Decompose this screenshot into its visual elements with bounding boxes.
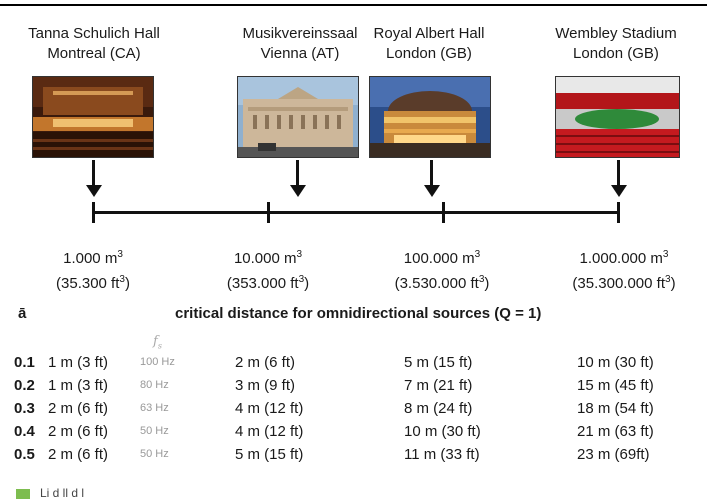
volume-ft3: (35.300 ft <box>56 275 120 292</box>
volume-m3: 10.000 m <box>233 250 297 267</box>
distance-10000: 4 m (12 ft) <box>235 400 304 417</box>
arrow-down-icon <box>611 185 627 197</box>
distance-1000000: 18 m (54 ft) <box>577 400 654 417</box>
royal-albert-hall-photo <box>369 76 491 158</box>
scale-tick <box>267 202 270 223</box>
volume-label: 1.000.000 m3 (35.300.000 ft3) <box>544 244 704 294</box>
legend-text: Li d ll d l <box>40 486 85 500</box>
superscript: 3 <box>298 274 305 285</box>
schroeder-frequency: 63 Hz <box>140 402 169 414</box>
paren: ) <box>304 275 310 292</box>
superscript: 3 <box>478 274 485 285</box>
top-rule <box>0 4 707 6</box>
distance-100000: 8 m (24 ft) <box>404 400 473 417</box>
distance-10000: 5 m (15 ft) <box>235 446 304 463</box>
scale-tick <box>617 202 620 223</box>
alpha-value: 0.4 <box>14 423 35 440</box>
arrow-shaft <box>92 160 95 186</box>
table-row: 0.1 1 m (3 ft) 100 Hz 2 m (6 ft) 5 m (15… <box>0 354 707 374</box>
distance-1000: 2 m (6 ft) <box>48 423 109 440</box>
table-row: 0.3 2 m (6 ft) 63 Hz 4 m (12 ft) 8 m (24… <box>0 400 707 420</box>
distance-10000: 4 m (12 ft) <box>235 423 304 440</box>
superscript: 3 <box>119 274 125 285</box>
scale-tick <box>92 202 95 223</box>
alpha-value: 0.2 <box>14 377 35 394</box>
fs-symbol: f <box>153 334 158 349</box>
arrow-shaft <box>617 160 620 186</box>
distance-100000: 10 m (30 ft) <box>404 423 481 440</box>
volume-ft3: (35.300.000 ft <box>572 275 665 292</box>
distance-1000: 1 m (3 ft) <box>48 354 109 371</box>
venue-name: Royal Albert Hall <box>373 25 485 42</box>
distance-100000: 7 m (21 ft) <box>404 377 473 394</box>
distance-1000: 2 m (6 ft) <box>48 446 109 463</box>
schroeder-frequency: 80 Hz <box>140 379 169 391</box>
volume-m3: 1.000 m <box>63 250 118 267</box>
venue-label-tanna: Tanna Schulich Hall Montreal (CA) <box>14 24 174 64</box>
venue-name: Tanna Schulich Hall <box>28 25 160 42</box>
arrow-down-icon <box>86 185 102 197</box>
arrow-down-icon <box>424 185 440 197</box>
schroeder-frequency: 100 Hz <box>140 356 175 368</box>
venue-location: London (GB) <box>386 45 472 62</box>
distance-1000000: 10 m (30 ft) <box>577 354 654 371</box>
alpha-value: 0.1 <box>14 354 35 371</box>
table-row: 0.4 2 m (6 ft) 50 Hz 4 m (12 ft) 10 m (3… <box>0 423 707 443</box>
superscript: 3 <box>296 249 303 260</box>
paren: ) <box>124 275 130 292</box>
superscript: 3 <box>117 249 123 260</box>
volume-label: 100.000 m3 (3.530.000 ft3) <box>367 244 517 294</box>
distance-10000: 2 m (6 ft) <box>235 354 296 371</box>
distance-1000: 1 m (3 ft) <box>48 377 109 394</box>
venue-location: Vienna (AT) <box>260 45 340 62</box>
alpha-header: ā <box>18 305 27 322</box>
table-title: critical distance for omnidirectional so… <box>175 305 542 322</box>
table-row: 0.5 2 m (6 ft) 50 Hz 5 m (15 ft) 11 m (3… <box>0 446 707 466</box>
wembley-stadium-photo <box>555 76 680 158</box>
distance-100000: 5 m (15 ft) <box>404 354 473 371</box>
paren: ) <box>484 275 490 292</box>
arrow-shaft <box>296 160 299 186</box>
volume-label: 10.000 m3 (353.000 ft3) <box>193 244 343 294</box>
arrow-shaft <box>430 160 433 186</box>
volume-scale-line <box>92 211 619 214</box>
scale-tick <box>442 202 445 223</box>
volume-ft3: (3.530.000 ft <box>394 275 479 292</box>
superscript: 3 <box>662 249 669 260</box>
schroeder-frequency: 50 Hz <box>140 425 169 437</box>
venue-name: Wembley Stadium <box>555 25 677 42</box>
alpha-value: 0.5 <box>14 446 35 463</box>
venue-name: Musikvereinssaal <box>242 25 358 42</box>
tanna-schulich-hall-photo <box>32 76 154 158</box>
volume-label: 1.000 m3 (35.300 ft3) <box>18 244 168 294</box>
distance-1000: 2 m (6 ft) <box>48 400 109 417</box>
table-row: 0.2 1 m (3 ft) 80 Hz 3 m (9 ft) 7 m (21 … <box>0 377 707 397</box>
distance-1000000: 23 m (69ft) <box>577 446 650 463</box>
alpha-value: 0.3 <box>14 400 35 417</box>
musikvereinssaal-photo <box>237 76 359 158</box>
legend-swatch <box>16 489 30 499</box>
superscript: 3 <box>474 249 481 260</box>
venue-location: London (GB) <box>573 45 659 62</box>
distance-10000: 3 m (9 ft) <box>235 377 296 394</box>
distance-1000000: 15 m (45 ft) <box>577 377 654 394</box>
venue-label-wembley: Wembley Stadium London (GB) <box>536 24 696 64</box>
fs-subscript: s <box>157 341 162 351</box>
venue-label-musikverein: Musikvereinssaal Vienna (AT) <box>220 24 380 64</box>
distance-1000000: 21 m (63 ft) <box>577 423 654 440</box>
distance-100000: 11 m (33 ft) <box>404 446 480 463</box>
volume-m3: 1.000.000 m <box>579 250 663 267</box>
volume-m3: 100.000 m <box>403 250 475 267</box>
arrow-down-icon <box>290 185 306 197</box>
volume-ft3: (353.000 ft <box>226 275 299 292</box>
schroeder-frequency: 50 Hz <box>140 448 169 460</box>
venue-location: Montreal (CA) <box>47 45 141 62</box>
fs-header: fs <box>153 334 162 351</box>
paren: ) <box>670 275 676 292</box>
superscript: 3 <box>665 274 671 285</box>
venue-label-royal-albert: Royal Albert Hall London (GB) <box>349 24 509 64</box>
